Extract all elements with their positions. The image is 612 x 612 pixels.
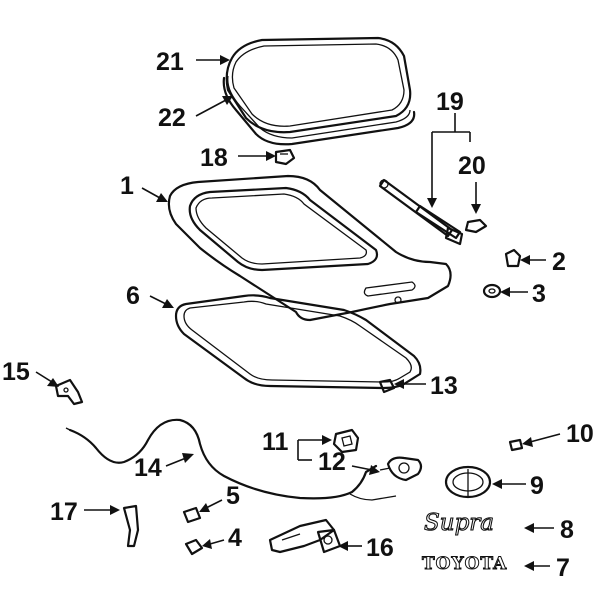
screw-part [508, 438, 524, 452]
callout-18: 18 [200, 144, 228, 172]
emblem-part [444, 465, 492, 499]
clip-part-13 [378, 378, 396, 394]
callout-19: 19 [436, 88, 464, 116]
callout-3: 3 [532, 280, 546, 308]
callout-21: 21 [156, 48, 184, 76]
brand-nameplate-text: TOYOTA [422, 554, 507, 574]
callout-14: 14 [134, 454, 162, 482]
clip-part-18 [274, 148, 296, 166]
back-door-part [167, 174, 452, 322]
glass-seal-part [222, 75, 416, 146]
brand-nameplate-part: TOYOTA [422, 554, 507, 575]
lock-assembly-part [332, 428, 423, 482]
damper-part [378, 178, 488, 246]
glass-panel-part [225, 36, 412, 134]
callout-5: 5 [226, 482, 240, 510]
callout-20: 20 [458, 152, 486, 180]
weatherstrip-part [174, 294, 422, 390]
model-nameplate-text: Supra [424, 510, 494, 536]
clip-part-5 [182, 506, 202, 524]
callout-22: 22 [158, 104, 186, 132]
bumper-part-3 [482, 283, 502, 299]
hinge-part [54, 378, 84, 406]
callout-10: 10 [566, 420, 594, 448]
model-nameplate-part: Supra [423, 509, 494, 536]
callout-7: 7 [556, 554, 570, 582]
callout-13: 13 [430, 372, 458, 400]
callout-11: 11 [262, 428, 289, 456]
callout-17: 17 [50, 498, 78, 526]
callout-12: 12 [318, 448, 346, 476]
release-cable-part [65, 418, 397, 501]
callout-9: 9 [530, 472, 544, 500]
latch-part [268, 518, 342, 554]
callout-labels: 21 22 18 1 19 20 2 3 6 13 15 10 11 12 14… [2, 48, 594, 582]
callout-2: 2 [552, 248, 566, 276]
leader-lines [35, 55, 561, 571]
callout-1: 1 [120, 172, 134, 200]
callout-6: 6 [126, 282, 140, 310]
bracket-part-17 [122, 504, 140, 548]
callout-15: 15 [2, 358, 30, 386]
callout-4: 4 [228, 524, 242, 552]
bumper-part-2 [504, 248, 522, 268]
callout-8: 8 [560, 516, 574, 544]
clip-part-4 [184, 538, 204, 556]
callout-16: 16 [366, 534, 394, 562]
